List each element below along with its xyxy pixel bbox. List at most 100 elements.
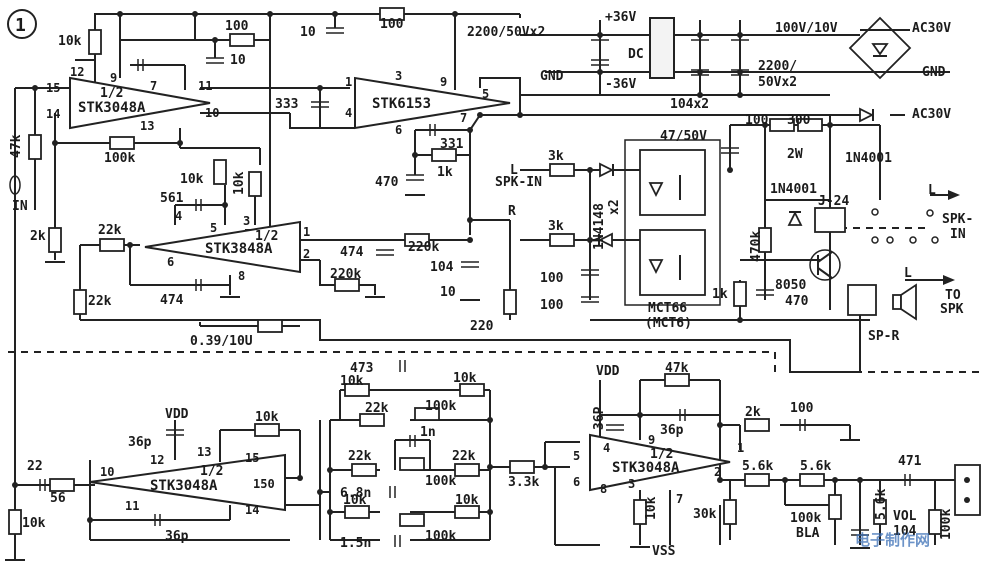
label: 1N4148 bbox=[592, 203, 607, 250]
label: 10 bbox=[300, 25, 316, 40]
label: 47k bbox=[665, 361, 689, 376]
label: 10k bbox=[455, 493, 479, 508]
label: 2200/50Vx2 bbox=[467, 25, 545, 40]
label: 22k bbox=[98, 223, 122, 238]
resistor-10k-e bbox=[459, 383, 485, 397]
label: 10k bbox=[453, 371, 477, 386]
resistor-100-b bbox=[379, 7, 405, 21]
resistor-22k-e bbox=[454, 463, 480, 477]
resistor-100k-a bbox=[109, 136, 135, 150]
u5-pin: 8 bbox=[600, 482, 607, 496]
resistor-56 bbox=[49, 478, 75, 492]
label: J-24 bbox=[818, 194, 849, 209]
u5-pin: 2 bbox=[714, 465, 721, 479]
u1-pin: 13 bbox=[140, 119, 154, 133]
label: VDD bbox=[165, 407, 189, 422]
label: 22k bbox=[365, 401, 389, 416]
u1-label-1: 1/2 bbox=[100, 86, 123, 101]
pin-numbers: 12 9 7 11 15 14 10 13 1 3 9 5 4 6 7 4 5 … bbox=[46, 65, 744, 517]
u3-label-2: STK3848A bbox=[205, 241, 273, 257]
label: VSS bbox=[652, 544, 676, 559]
label: 30k bbox=[693, 507, 717, 522]
label: 100k bbox=[790, 511, 821, 526]
resistor-3k-a bbox=[549, 163, 575, 177]
u5-pin: 1 bbox=[737, 441, 744, 455]
speaker-icon bbox=[847, 283, 917, 321]
u1-pin: 11 bbox=[198, 79, 212, 93]
label: 47k bbox=[9, 134, 24, 158]
u3-pin: 6 bbox=[167, 255, 174, 269]
label: 5.6k bbox=[800, 459, 831, 474]
label: 471 bbox=[898, 454, 922, 469]
label: 10k bbox=[343, 493, 367, 508]
label: 331 bbox=[440, 137, 464, 152]
u4-pin: 13 bbox=[197, 445, 211, 459]
label: 10k bbox=[644, 496, 659, 520]
label: 3k bbox=[548, 149, 564, 164]
resistor-10k-a bbox=[88, 29, 102, 55]
label: 10k bbox=[22, 516, 46, 531]
opto-label-2: (MCT6) bbox=[645, 316, 692, 331]
label: 1k bbox=[712, 287, 728, 302]
label: 3k bbox=[548, 219, 564, 234]
label: 470 bbox=[375, 175, 399, 190]
resistor-2k bbox=[48, 227, 62, 253]
diode-1n4148-b bbox=[597, 232, 613, 248]
label: 220 bbox=[470, 319, 494, 334]
resistor-470k bbox=[758, 227, 772, 253]
label: 22k bbox=[452, 449, 476, 464]
u3-pin: 4 bbox=[175, 209, 182, 223]
resistor-56k-b bbox=[799, 473, 825, 487]
u4-label-1: 1/2 bbox=[200, 464, 223, 479]
u1-pin: 14 bbox=[46, 107, 60, 121]
label: 1N4001 bbox=[770, 182, 817, 197]
label: 36p bbox=[660, 423, 684, 438]
label: 100k bbox=[425, 474, 456, 489]
label: DC bbox=[628, 47, 644, 62]
resistor-10k-i bbox=[8, 509, 22, 535]
figure-number: 1 bbox=[15, 15, 26, 36]
u1-pin: 10 bbox=[205, 106, 219, 120]
label: 10k bbox=[232, 171, 247, 195]
label: 473 bbox=[350, 361, 373, 376]
arrows bbox=[905, 190, 960, 285]
resistor-22k-a bbox=[99, 238, 125, 252]
resistor-10k-c bbox=[248, 171, 262, 197]
resistor-10k-d bbox=[344, 383, 370, 397]
section-divider bbox=[8, 227, 985, 373]
label: 100k bbox=[425, 529, 456, 544]
label: 56 bbox=[50, 491, 66, 506]
u3-pin: 8 bbox=[238, 269, 245, 283]
label: R bbox=[508, 204, 516, 219]
resistor-22k-d bbox=[351, 463, 377, 477]
label: 10 bbox=[230, 53, 246, 68]
label: 100k bbox=[939, 509, 954, 540]
label: 474 bbox=[160, 293, 184, 308]
label: 104 bbox=[430, 260, 454, 275]
top-wiring bbox=[14, 13, 905, 380]
u4-pin: 150 bbox=[253, 477, 275, 491]
pot-100k-c bbox=[399, 513, 425, 527]
optocoupler bbox=[624, 139, 721, 306]
label: 104x2 bbox=[670, 97, 709, 112]
label: 300 bbox=[787, 113, 811, 128]
label: 100V/10V bbox=[775, 21, 838, 36]
label: 10k bbox=[255, 410, 279, 425]
u3-label-1: 1/2 bbox=[255, 229, 278, 244]
label: IN bbox=[12, 199, 28, 214]
figure-number-circle bbox=[7, 9, 37, 39]
resistor-47k bbox=[28, 134, 42, 160]
capacitors bbox=[39, 27, 911, 547]
label: 10 bbox=[440, 285, 456, 300]
label: GND bbox=[540, 69, 564, 84]
label: 36p bbox=[128, 435, 152, 450]
u3-pin: 2 bbox=[303, 247, 310, 261]
label: 1.5n bbox=[340, 536, 371, 551]
opto-label-1: MCT66 bbox=[648, 301, 687, 316]
label: 10k bbox=[58, 34, 82, 49]
diode-1n4148-a bbox=[599, 162, 615, 178]
u2-pin: 7 bbox=[460, 111, 467, 125]
label: 36P bbox=[592, 406, 607, 430]
u3-pin: 1 bbox=[303, 225, 310, 239]
label: 220k bbox=[330, 267, 361, 282]
